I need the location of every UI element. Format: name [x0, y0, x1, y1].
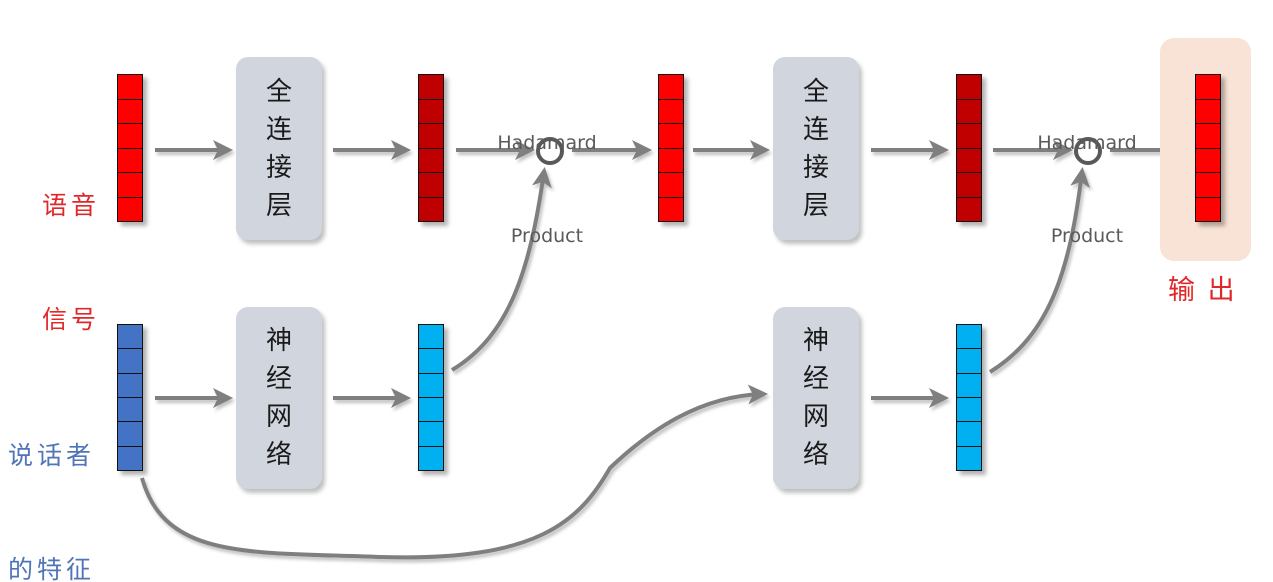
vector-cell [419, 421, 443, 445]
vector-cell [957, 445, 981, 470]
hadamard-label-line2: Product [1050, 225, 1124, 247]
vector-cell [118, 372, 142, 397]
vector-cell [957, 421, 981, 445]
vector-cell [659, 147, 683, 173]
vector-cell [419, 123, 443, 148]
curve-nn1-to-hadamard1 [450, 167, 552, 372]
neural-net-block-1: 神 经 网 络 [236, 307, 322, 489]
vector-cell [957, 75, 981, 99]
vector-cell [659, 123, 683, 148]
vector-cell [957, 172, 981, 197]
vector-cell [419, 325, 443, 348]
vector-cell [659, 75, 683, 99]
hadamard-label-line1: Hadamard [497, 132, 597, 154]
vector-cell [118, 123, 142, 148]
vector-cell [118, 196, 142, 222]
vector-cell [118, 348, 142, 372]
block-char: 络 [802, 440, 829, 470]
vector-cell [419, 445, 443, 470]
fc-layer-block-1: 全 连 接 层 [236, 57, 322, 240]
vector-cell [419, 75, 443, 99]
hadamard-circles [536, 137, 1102, 165]
fc2-output-vector [956, 74, 982, 222]
vector-cell [957, 325, 981, 348]
hadamard-label-line2: Product [510, 225, 584, 247]
vector-cell [118, 396, 142, 421]
block-char: 连 [802, 114, 829, 145]
vector-cell [957, 372, 981, 397]
block-char: 全 [802, 76, 829, 107]
block-char: 网 [802, 402, 829, 432]
speaker-features-label-line2: 的特征 [8, 555, 96, 582]
vector-cell [118, 172, 142, 197]
vector-cell [419, 172, 443, 197]
block-char: 连 [265, 114, 292, 145]
block-char: 网 [265, 402, 292, 432]
vector-cell [957, 396, 981, 421]
vector-cell [419, 372, 443, 397]
vector-cell [419, 196, 443, 222]
vector-cell [659, 196, 683, 222]
vector-cell [419, 396, 443, 421]
block-char: 神 [265, 326, 292, 356]
vector-cell [957, 147, 981, 173]
hadamard-2-circle-icon [1074, 137, 1102, 165]
vector-cell [419, 147, 443, 173]
vector-cell [1196, 196, 1220, 222]
hadamard1-output-vector [658, 74, 684, 222]
vector-cell [659, 98, 683, 124]
vector-cell [419, 348, 443, 372]
block-char: 接 [265, 152, 292, 183]
neural-net-block-2: 神 经 网 络 [773, 307, 859, 489]
vector-cell [1196, 172, 1220, 197]
block-char: 层 [802, 190, 829, 221]
block-char: 神 [802, 326, 829, 356]
hadamard-2-label: Hadamard Product [1027, 66, 1147, 314]
vector-cell [1196, 98, 1220, 124]
block-char: 经 [265, 364, 292, 394]
vector-cell [1196, 123, 1220, 148]
hadamard-label-line1: Hadamard [1037, 132, 1137, 154]
output-label: 输 出 [1168, 275, 1237, 306]
speech-signal-label-line1: 语音 [42, 191, 101, 220]
nn1-output-vector [418, 324, 444, 471]
vector-cell [118, 98, 142, 124]
fc-layer-block-2: 全 连 接 层 [773, 57, 859, 240]
speaker-features-vector [117, 324, 143, 471]
vector-cell [118, 445, 142, 470]
curve-speaker-to-nn2 [140, 384, 768, 560]
speech-signal-vector [117, 74, 143, 222]
speaker-features-label: 说话者 的特征 [8, 361, 95, 582]
vector-cell [659, 172, 683, 197]
hadamard-1-circle-icon [536, 137, 564, 165]
vector-cell [419, 98, 443, 124]
vector-cell [1196, 75, 1220, 99]
output-vector [1195, 74, 1221, 222]
vector-cell [1196, 147, 1220, 173]
nn2-output-vector [956, 324, 982, 471]
vector-cell [957, 196, 981, 222]
curve-nn2-to-hadamard2 [988, 167, 1091, 374]
block-char: 经 [802, 364, 829, 394]
speech-signal-label: 语音 信号 [42, 111, 100, 415]
vector-cell [957, 98, 981, 124]
speaker-features-label-line1: 说话者 [8, 441, 96, 470]
hadamard-1-label: Hadamard Product [487, 66, 607, 314]
speech-signal-label-line2: 信号 [42, 305, 101, 334]
block-char: 层 [265, 190, 292, 221]
block-char: 络 [265, 440, 292, 470]
vector-cell [118, 325, 142, 348]
vector-cell [957, 348, 981, 372]
block-char: 全 [265, 76, 292, 107]
vector-cell [118, 75, 142, 99]
block-char: 接 [802, 152, 829, 183]
vector-cell [118, 421, 142, 445]
vector-cell [118, 147, 142, 173]
fc1-output-vector [418, 74, 444, 222]
vector-cell [957, 123, 981, 148]
